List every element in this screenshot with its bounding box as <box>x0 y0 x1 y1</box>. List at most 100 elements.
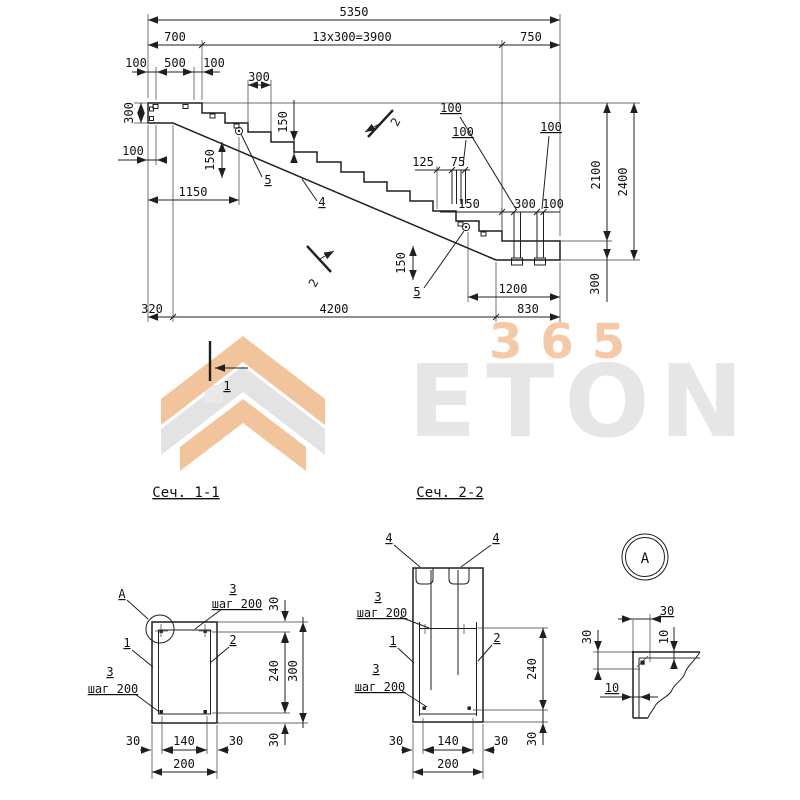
s22-dim-30: 30 <box>525 732 539 746</box>
s11-dim-30-top: 30 <box>267 597 281 611</box>
da-dim-10-right: 10 <box>657 630 671 644</box>
section-2-2: Сеч. 2-2 240 30 <box>355 485 548 779</box>
label-bar-4: 4 <box>318 195 325 209</box>
s22-dim-240: 240 <box>525 658 539 680</box>
watermark-brand: ETON <box>408 343 754 460</box>
bar-channel <box>448 568 470 585</box>
dimension-lines <box>118 14 640 322</box>
label-cut-1: 1 <box>223 379 230 393</box>
s11-dim-30-right: 30 <box>229 734 243 748</box>
dim-bottom-830: 830 <box>517 302 539 316</box>
dim-loop2-embed: 150 <box>394 252 408 274</box>
dim-support-300: 300 <box>514 197 536 211</box>
s11-dim-240: 240 <box>267 660 281 682</box>
lifting-loop-1-center <box>237 129 241 133</box>
dim-loop2-pos: 1200 <box>499 282 528 296</box>
rebar-hook <box>457 221 464 227</box>
dim-riser-150: 150 <box>276 111 290 133</box>
dim-height-2400: 2400 <box>616 168 630 197</box>
support-notch <box>511 257 523 266</box>
dim-anchor-100-c: 100 <box>540 120 562 134</box>
da-dim-10-bottom: 10 <box>605 681 619 695</box>
detail-a-circle <box>145 614 175 644</box>
lifting-loop-2 <box>461 222 471 232</box>
s22-label-2: 2 <box>493 631 500 645</box>
section-1-1-stirrup <box>158 629 211 715</box>
dim-support-150: 150 <box>458 197 480 211</box>
s11-label-spacing-left: шаг 200 <box>88 682 139 696</box>
section-1-1-title: Сеч. 1-1 <box>152 485 219 501</box>
section-1-1-outline <box>151 621 218 724</box>
s11-label-a: A <box>118 587 126 601</box>
s11-dim-140: 140 <box>173 734 195 748</box>
label-cut-2b: 2 <box>306 276 322 289</box>
dim-offset-100: 100 <box>122 144 144 158</box>
da-dim-30-top: 30 <box>660 604 674 618</box>
dim-height-2100: 2100 <box>589 161 603 190</box>
label-loop-5b: 5 <box>413 285 420 299</box>
dim-treads: 13x300=3900 <box>312 30 391 44</box>
rebar-hook <box>480 231 487 237</box>
label-loop-5a: 5 <box>264 173 271 187</box>
s22-label-3-top: 3 <box>374 590 381 604</box>
s11-label-3-left: 3 <box>106 665 113 679</box>
s11-label-spacing-top: шаг 200 <box>212 597 263 611</box>
s22-label-4a: 4 <box>385 531 392 545</box>
da-dim-30-left: 30 <box>580 630 594 644</box>
s11-label-3-top: 3 <box>229 582 236 596</box>
s22-label-4b: 4 <box>492 531 499 545</box>
s11-dim-30-bottom: 30 <box>267 733 281 747</box>
dimension-labels: 5350 700 13x300=3900 750 100 500 100 300… <box>122 5 630 393</box>
section-2-2-outline <box>412 567 484 723</box>
main-drawing: 5350 700 13x300=3900 750 100 500 100 300… <box>118 5 640 393</box>
dim-anchor-75: 75 <box>451 155 465 169</box>
watermark-logo <box>161 336 325 471</box>
watermark-number: 365 <box>489 314 644 370</box>
rebar-hook <box>182 104 189 109</box>
s22-label-spacing-bottom: шаг 200 <box>355 680 406 694</box>
rebar-hook <box>149 116 154 121</box>
dim-left-landing: 700 <box>164 30 186 44</box>
dim-bottom-4200: 4200 <box>320 302 349 316</box>
s11-label-2: 2 <box>229 633 236 647</box>
detail-a-badge-inner <box>625 537 665 577</box>
rebar-dot <box>203 710 207 714</box>
logo-cube <box>205 385 223 403</box>
dim-thickness-300: 300 <box>122 102 136 124</box>
dim-mid-500: 500 <box>164 56 186 70</box>
rebar-hook <box>209 113 216 119</box>
detail-a-label: A <box>641 551 650 567</box>
corner-bar <box>640 660 645 665</box>
lifting-loop-1 <box>234 126 244 136</box>
section-1-1: Сеч. 1-1 3 <box>88 485 308 779</box>
logo-chevron-orange-top <box>161 336 325 425</box>
label-cut-2a: 2 <box>388 115 404 128</box>
break-line <box>647 651 701 719</box>
s22-label-1: 1 <box>389 634 396 648</box>
stair-profile <box>147 102 561 266</box>
section-cut-marks <box>208 109 394 381</box>
bar-channel <box>415 568 434 585</box>
lifting-loop-2-center <box>464 225 468 229</box>
rebar-hook <box>149 106 154 112</box>
dim-support-100: 100 <box>542 197 564 211</box>
dim-edge-100-left: 100 <box>125 56 147 70</box>
detail-a-badge-outer <box>621 533 669 581</box>
s22-dim-140: 140 <box>437 734 459 748</box>
dim-height-300: 300 <box>588 273 602 295</box>
dim-anchor-100-b: 100 <box>452 125 474 139</box>
s22-dim-30-right: 30 <box>494 734 508 748</box>
dim-anchor-125: 125 <box>412 155 434 169</box>
detail-a: A 30 10 30 <box>580 533 701 719</box>
dim-bottom-320: 320 <box>141 302 163 316</box>
dim-total-length: 5350 <box>340 5 369 19</box>
dim-edge-100-right: 100 <box>203 56 225 70</box>
s11-dim-200: 200 <box>173 757 195 771</box>
s22-dim-30-left: 30 <box>389 734 403 748</box>
section-2-2-title: Сеч. 2-2 <box>416 485 483 501</box>
logo-chevron-gray <box>161 366 325 455</box>
s22-label-spacing-top: шаг 200 <box>357 606 408 620</box>
s22-dim-200: 200 <box>437 757 459 771</box>
